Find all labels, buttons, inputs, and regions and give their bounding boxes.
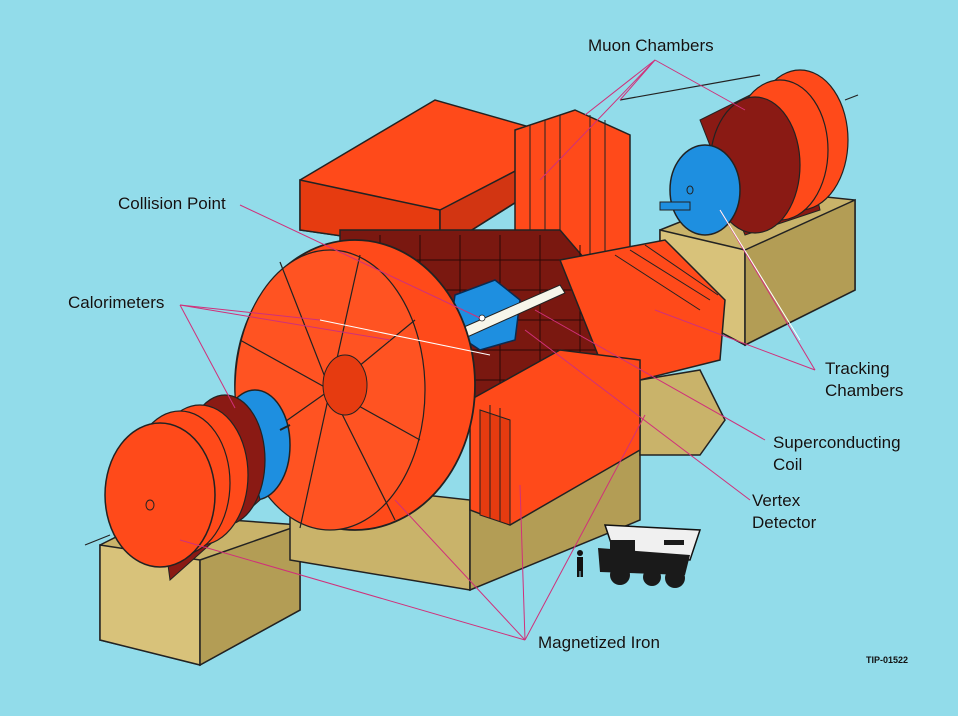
label-vertex-detector-line2: Detector [752,513,817,532]
beam-lines [84,74,859,546]
front-iron-block [469,349,641,526]
left-endcap-disk [234,239,476,531]
left-muon-drum [104,389,291,581]
label-tracking-chambers-line1: Tracking [825,359,890,378]
label-calorimeters: Calorimeters [68,293,165,312]
label-magnetized-iron: Magnetized Iron [538,633,660,652]
label-tracking-chambers-line2: Chambers [825,381,904,400]
label-superconducting-coil-line2: Coil [773,455,803,474]
label-collision-point: Collision Point [118,194,226,213]
inner-leader-lines [319,209,801,356]
label-muon-chambers: Muon Chambers [588,36,714,55]
truck-scale-icon [598,524,702,588]
leader-lines [179,59,816,641]
person-scale-icon [577,550,583,577]
label-vertex-detector-line1: Vertex [752,491,801,510]
figure-code: TIP-01522 [866,655,909,665]
right-muon-drum [659,69,849,236]
label-superconducting-coil-line1: Superconducting [773,433,901,452]
